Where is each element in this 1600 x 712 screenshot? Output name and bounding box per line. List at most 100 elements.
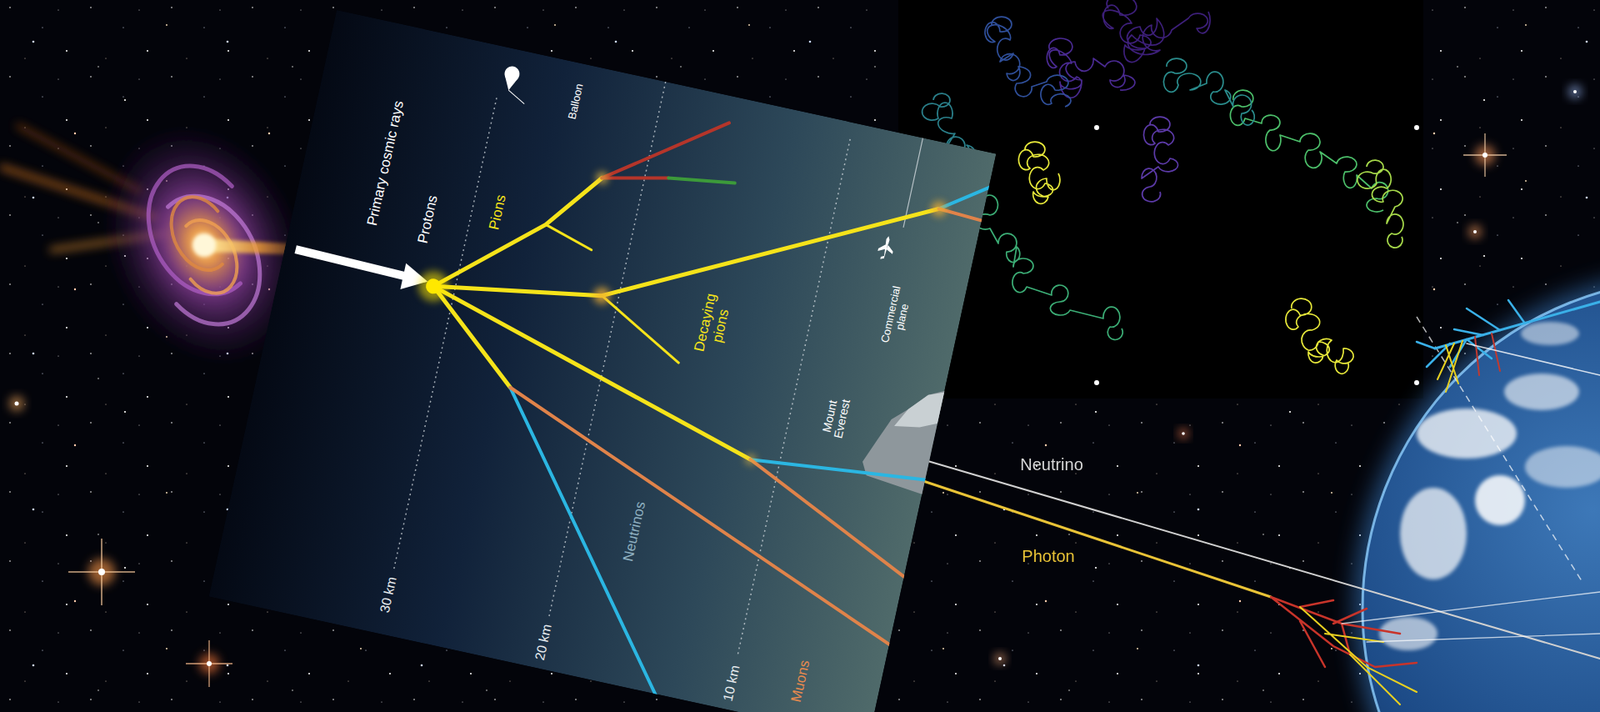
earth-disc (1362, 279, 1600, 712)
pion-track (542, 224, 595, 250)
plot-corner-dot (1414, 380, 1420, 385)
neutrino-track (750, 442, 928, 498)
galaxy-core (192, 233, 216, 257)
plot-corner-dot (1414, 125, 1420, 130)
track (1163, 58, 1255, 125)
plot-corner-dot (1094, 125, 1100, 130)
clouds (1379, 321, 1600, 650)
star-core (1482, 152, 1488, 158)
track (1230, 90, 1388, 212)
shower-track (1435, 301, 1600, 349)
neutrino-path (910, 455, 1600, 659)
shower-track (1437, 340, 1463, 392)
random-walk-tracks (922, 0, 1404, 374)
cloud (1379, 616, 1438, 650)
earth-limb (1362, 279, 1600, 712)
particle-label: Neutrino (1020, 455, 1084, 474)
photon-shower (1270, 596, 1417, 667)
flare-star (1568, 85, 1582, 99)
track (1285, 298, 1354, 374)
kaon-track (668, 169, 735, 193)
spiral-arm (128, 150, 272, 312)
star-spike (1463, 133, 1507, 177)
pion-track (591, 295, 690, 363)
star-core (1181, 431, 1185, 435)
flare-star (185, 640, 233, 687)
plane-icon (875, 234, 896, 261)
muon-track (732, 459, 923, 578)
pion-track (433, 106, 940, 388)
altitude-line (394, 97, 497, 569)
shower-track (1466, 343, 1600, 375)
cloud (1475, 475, 1525, 525)
impact-point (424, 277, 442, 295)
flare-star (1463, 133, 1507, 177)
star-core (1573, 90, 1577, 94)
track (1357, 160, 1404, 248)
atmosphere-ground (209, 10, 997, 712)
balloon-tip (501, 75, 518, 92)
plot-corner-dot (1094, 380, 1100, 385)
star-core (98, 568, 105, 575)
star-glow (1178, 428, 1189, 439)
cloud (1520, 321, 1580, 345)
flare-star (68, 538, 135, 605)
decay-glow (591, 285, 612, 306)
impact-glow (415, 268, 452, 305)
spiral-arm (169, 210, 249, 303)
pion-track (411, 285, 772, 460)
spiral-arm (136, 178, 280, 340)
pion-track (415, 285, 528, 387)
balloon-icon (499, 65, 532, 105)
shower-tracks (355, 68, 993, 712)
star-core (15, 401, 20, 406)
star-glow (1468, 225, 1482, 239)
mountain-snow (894, 382, 946, 435)
star-core (998, 656, 1002, 660)
star-glow (1568, 85, 1582, 99)
star-core (206, 660, 212, 666)
cloud (1525, 445, 1600, 488)
star-spike (185, 640, 233, 687)
particle-paths (910, 455, 1600, 705)
flare-star (994, 652, 1006, 665)
altitude-line (549, 81, 666, 616)
shower-track (1475, 333, 1500, 375)
decay-points (395, 96, 948, 495)
cloud (1400, 487, 1467, 580)
primary-arrow (291, 239, 430, 295)
earth (1354, 270, 1600, 712)
star-glow (994, 652, 1006, 665)
muon-track (474, 387, 928, 645)
plane-shape (875, 234, 896, 261)
kaon-track (601, 164, 669, 192)
track (1046, 38, 1135, 98)
shower-track (1416, 300, 1525, 367)
track (1018, 141, 1060, 204)
star-spike (68, 538, 135, 605)
photon-shower (1341, 591, 1600, 642)
balloon-string (506, 90, 527, 104)
particle-label: Photon (1021, 546, 1075, 565)
air-shower (1416, 300, 1600, 392)
track (1102, 0, 1210, 63)
track (1141, 116, 1179, 202)
atmosphere-glow (1354, 270, 1600, 712)
dashed-line (1416, 316, 1584, 584)
altitude-lines (390, 47, 854, 657)
star-glow (9, 395, 25, 411)
cloud (1416, 408, 1517, 459)
flare-star (9, 395, 25, 411)
neutrino-track (450, 387, 724, 711)
kaon-track (601, 99, 730, 203)
photon-path (910, 476, 1271, 597)
cloud (1504, 373, 1580, 410)
spiral-arm (160, 188, 240, 280)
track (985, 16, 1071, 107)
decay-glow (744, 453, 756, 465)
decay-glow (930, 200, 948, 218)
arrow-shaft (295, 249, 408, 277)
flare-star (1468, 225, 1482, 239)
decay-glow (595, 170, 610, 185)
